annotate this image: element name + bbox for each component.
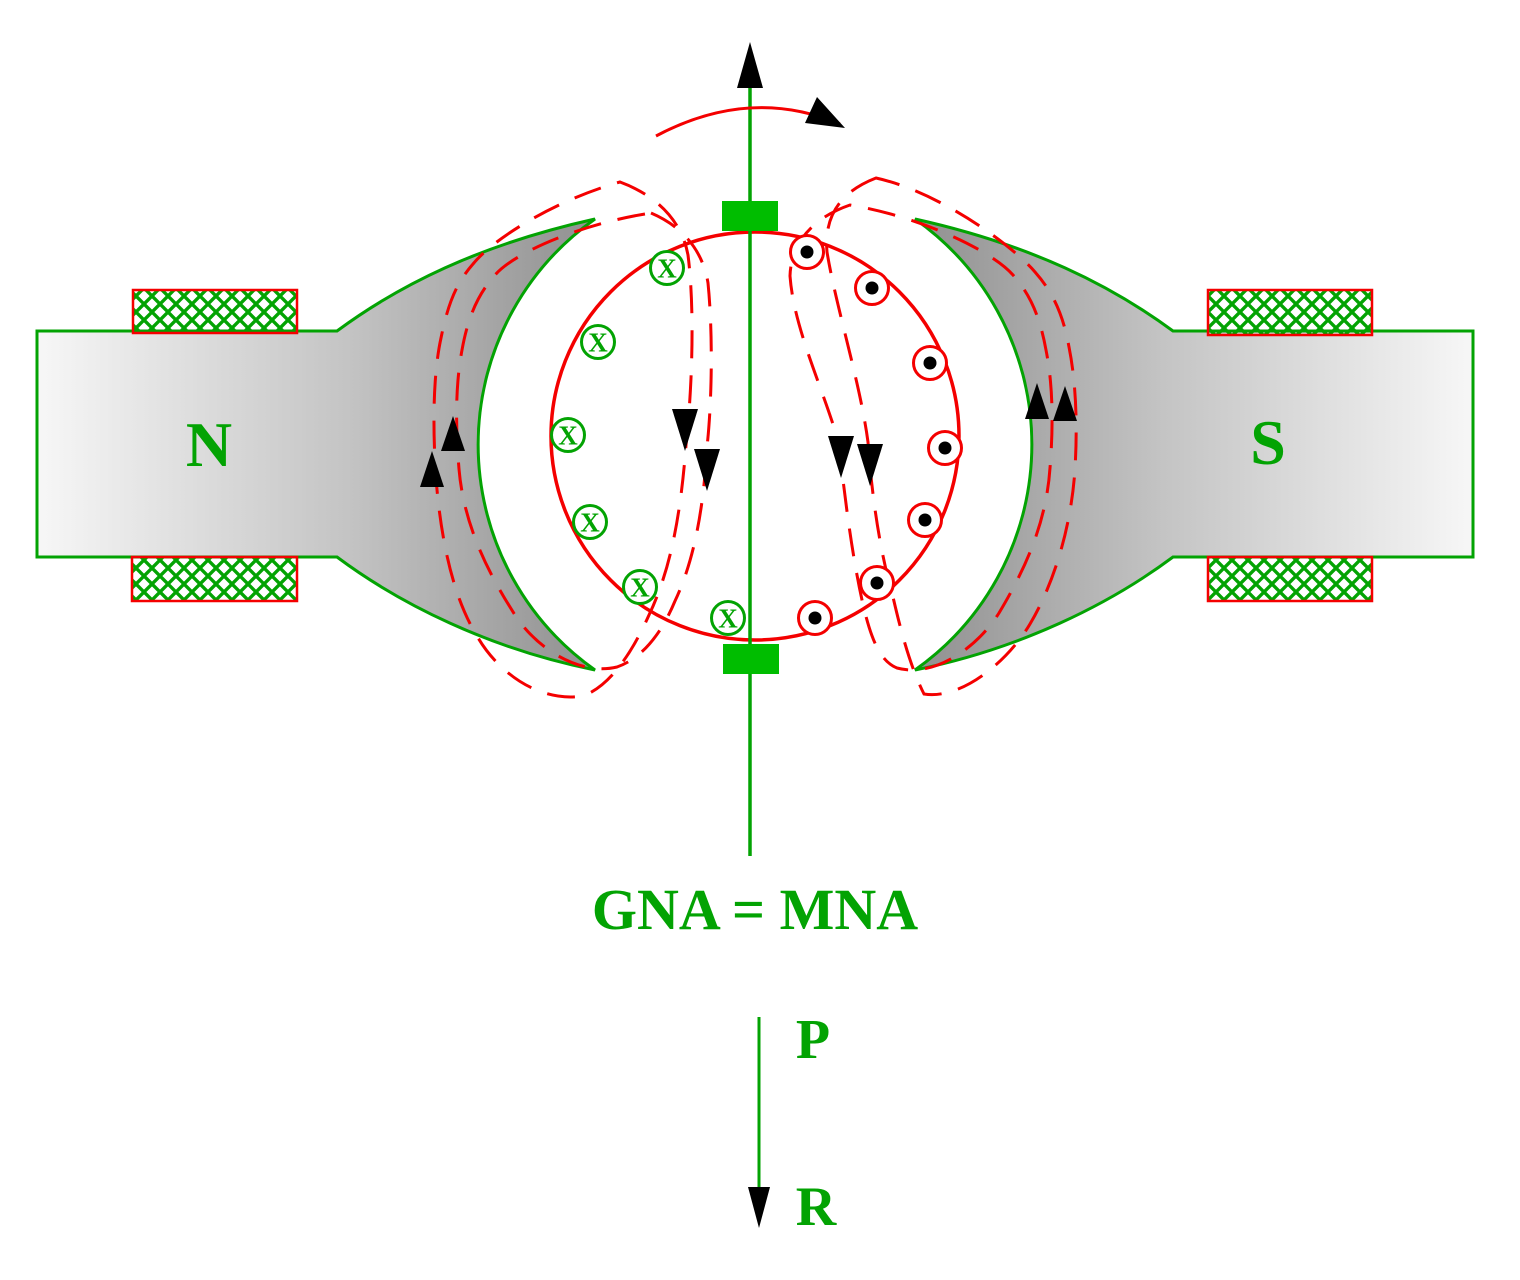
conductor-belt-right-out-of-page [789, 234, 963, 636]
conductor-into-page: X [572, 504, 608, 540]
current-out-of-page-dot [918, 513, 932, 527]
current-out-of-page-dot [923, 356, 937, 370]
brush-bottom [723, 644, 779, 674]
axis-up-arrowhead [737, 42, 763, 88]
current-out-of-page-dot [870, 576, 884, 590]
flux-down-arrow-left-1 [672, 409, 698, 451]
field-coil-hatch-sw [130, 555, 299, 603]
conductor-out-of-page [854, 270, 890, 306]
rotation-arrowhead [805, 97, 845, 128]
current-out-of-page-dot [865, 281, 879, 295]
conductor-circle [572, 504, 608, 540]
flux-loop-right-outer [825, 176, 1078, 697]
current-into-page-cross: X [558, 421, 578, 451]
current-into-page-cross: X [630, 573, 650, 603]
north-pole-label: N [186, 409, 232, 480]
conductor-into-page: X [622, 569, 658, 605]
conductor-circle [580, 324, 616, 360]
flux-up-arrow-right-shoe-1 [1025, 383, 1049, 419]
current-into-page-cross: X [588, 328, 608, 358]
conductor-out-of-page [789, 234, 825, 270]
flux-up-arrow-left-shoe-2 [420, 451, 444, 487]
current-into-page-cross: X [718, 604, 738, 634]
armature-core-circle [549, 230, 961, 642]
point-p-label: P [796, 1009, 830, 1071]
flux-direction-arrows [420, 383, 1077, 491]
conductor-circle [710, 600, 746, 636]
field-coil-hatch-nw [131, 288, 299, 335]
neutral-axis-label: GNA = MNA [592, 877, 918, 942]
current-out-of-page-dot [800, 245, 814, 259]
conductor-out-of-page [797, 600, 833, 636]
conductor-circle [622, 569, 658, 605]
current-into-page-cross: X [657, 254, 677, 284]
flux-loop-left-outer [432, 180, 694, 699]
flux-loop-right-inner [788, 203, 1054, 672]
conductor-into-page: X [649, 250, 685, 286]
current-out-of-page-dot [808, 611, 822, 625]
conductor-belt-left-into-page: X X X X X X [550, 250, 746, 636]
conductor-out-of-page [859, 565, 895, 601]
south-pole-body [914, 217, 1475, 672]
flux-up-arrow-left-shoe-1 [441, 416, 465, 451]
south-pole-label: S [1250, 407, 1286, 478]
north-pole-body [35, 217, 596, 672]
current-out-of-page-dot [938, 441, 952, 455]
field-coil-hatch-se [1206, 555, 1374, 603]
conductor-into-page: X [580, 324, 616, 360]
conductor-out-of-page [907, 502, 943, 538]
conductor-into-page: X [550, 417, 586, 453]
p-r-down-arrowhead [748, 1187, 770, 1228]
point-r-label: R [796, 1176, 837, 1238]
conductor-out-of-page [912, 345, 948, 381]
flux-up-arrow-right-shoe-2 [1053, 386, 1077, 421]
conductor-out-of-page [927, 430, 963, 466]
conductor-circle [550, 417, 586, 453]
flux-loop-left-inner [455, 211, 713, 671]
conductor-into-page: X [710, 600, 746, 636]
flux-down-arrow-right-2 [857, 444, 883, 486]
flux-down-arrow-left-2 [694, 449, 720, 491]
armature-flux-loops [432, 176, 1078, 699]
brush-top [722, 201, 778, 231]
flux-down-arrow-right-1 [828, 436, 854, 478]
field-coil-hatch-ne [1206, 288, 1374, 337]
current-into-page-cross: X [580, 508, 600, 538]
conductor-circle [649, 250, 685, 286]
